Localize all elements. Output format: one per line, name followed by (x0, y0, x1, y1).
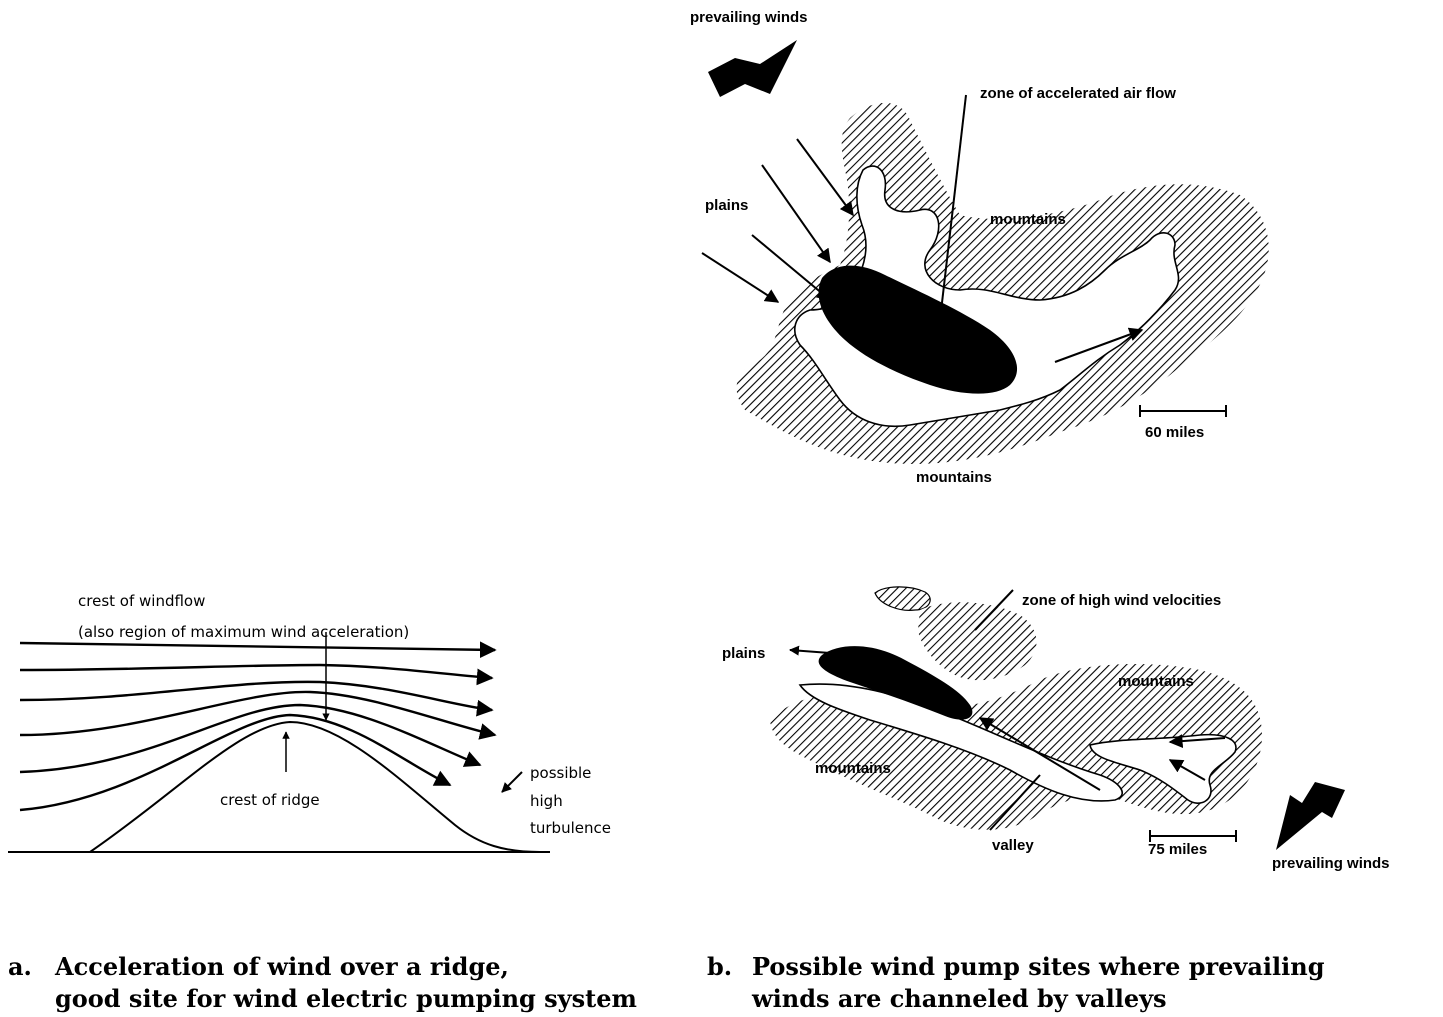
turbulence-label-2: high (530, 792, 563, 810)
scale-label-75: 75 miles (1148, 841, 1207, 858)
prevailing-winds-arrow-icon (708, 40, 797, 97)
zone-high-wind-label: zone of high wind velocities (1022, 592, 1221, 609)
streamline (20, 643, 495, 650)
valley-label: valley (992, 837, 1034, 854)
turbulence-label-3: turbulence (530, 819, 611, 837)
caption-b-letter: b. (707, 952, 732, 981)
mountain-blob-small (875, 587, 930, 610)
crest-windflow-sublabel: (also region of maximum wind acceleratio… (78, 623, 409, 641)
scale-bar-60 (1140, 405, 1226, 417)
zone-accelerated-label: zone of accelerated air flow (980, 85, 1176, 102)
caption-b-line1: Possible wind pump sites where prevailin… (752, 952, 1325, 981)
ridge-diagram: crest of windflow (also region of maximu… (8, 592, 611, 852)
prevailing-winds-label: prevailing winds (690, 9, 808, 26)
plains-label: plains (705, 197, 748, 214)
caption-a: a. Acceleration of wind over a ridge, go… (8, 952, 637, 1013)
mountains-label-2: mountains (815, 760, 891, 777)
crest-of-ridge-label: crest of ridge (220, 791, 320, 809)
mountains-label-2: mountains (916, 469, 992, 486)
streamline (20, 682, 492, 710)
prevailing-winds-label: prevailing winds (1272, 855, 1390, 872)
crest-windflow-label: crest of windflow (78, 592, 205, 610)
caption-b: b. Possible wind pump sites where prevai… (707, 952, 1325, 1013)
streamline (20, 665, 492, 678)
prevailing-winds-arrow-icon (1276, 782, 1345, 850)
turbulence-arrow-icon (502, 772, 522, 792)
caption-a-line2: good site for wind electric pumping syst… (55, 984, 637, 1013)
zone-high-wind-region (918, 602, 1036, 680)
plains-pointer (790, 650, 830, 653)
top-map: prevailing winds zone of accelerated air… (690, 9, 1269, 486)
bottom-map: zone of high wind velocities plains moun… (722, 587, 1390, 872)
scale-label-60: 60 miles (1145, 424, 1204, 441)
caption-b-line2: winds are channeled by valleys (751, 984, 1167, 1013)
ridge-profile (90, 722, 540, 852)
turbulence-label-1: possible (530, 764, 591, 782)
streamlines (20, 643, 495, 810)
plains-label: plains (722, 645, 765, 662)
caption-a-line1: Acceleration of wind over a ridge, (54, 952, 509, 981)
mountains-label-1: mountains (1118, 673, 1194, 690)
caption-a-letter: a. (8, 952, 32, 981)
mountains-label-1: mountains (990, 211, 1066, 228)
